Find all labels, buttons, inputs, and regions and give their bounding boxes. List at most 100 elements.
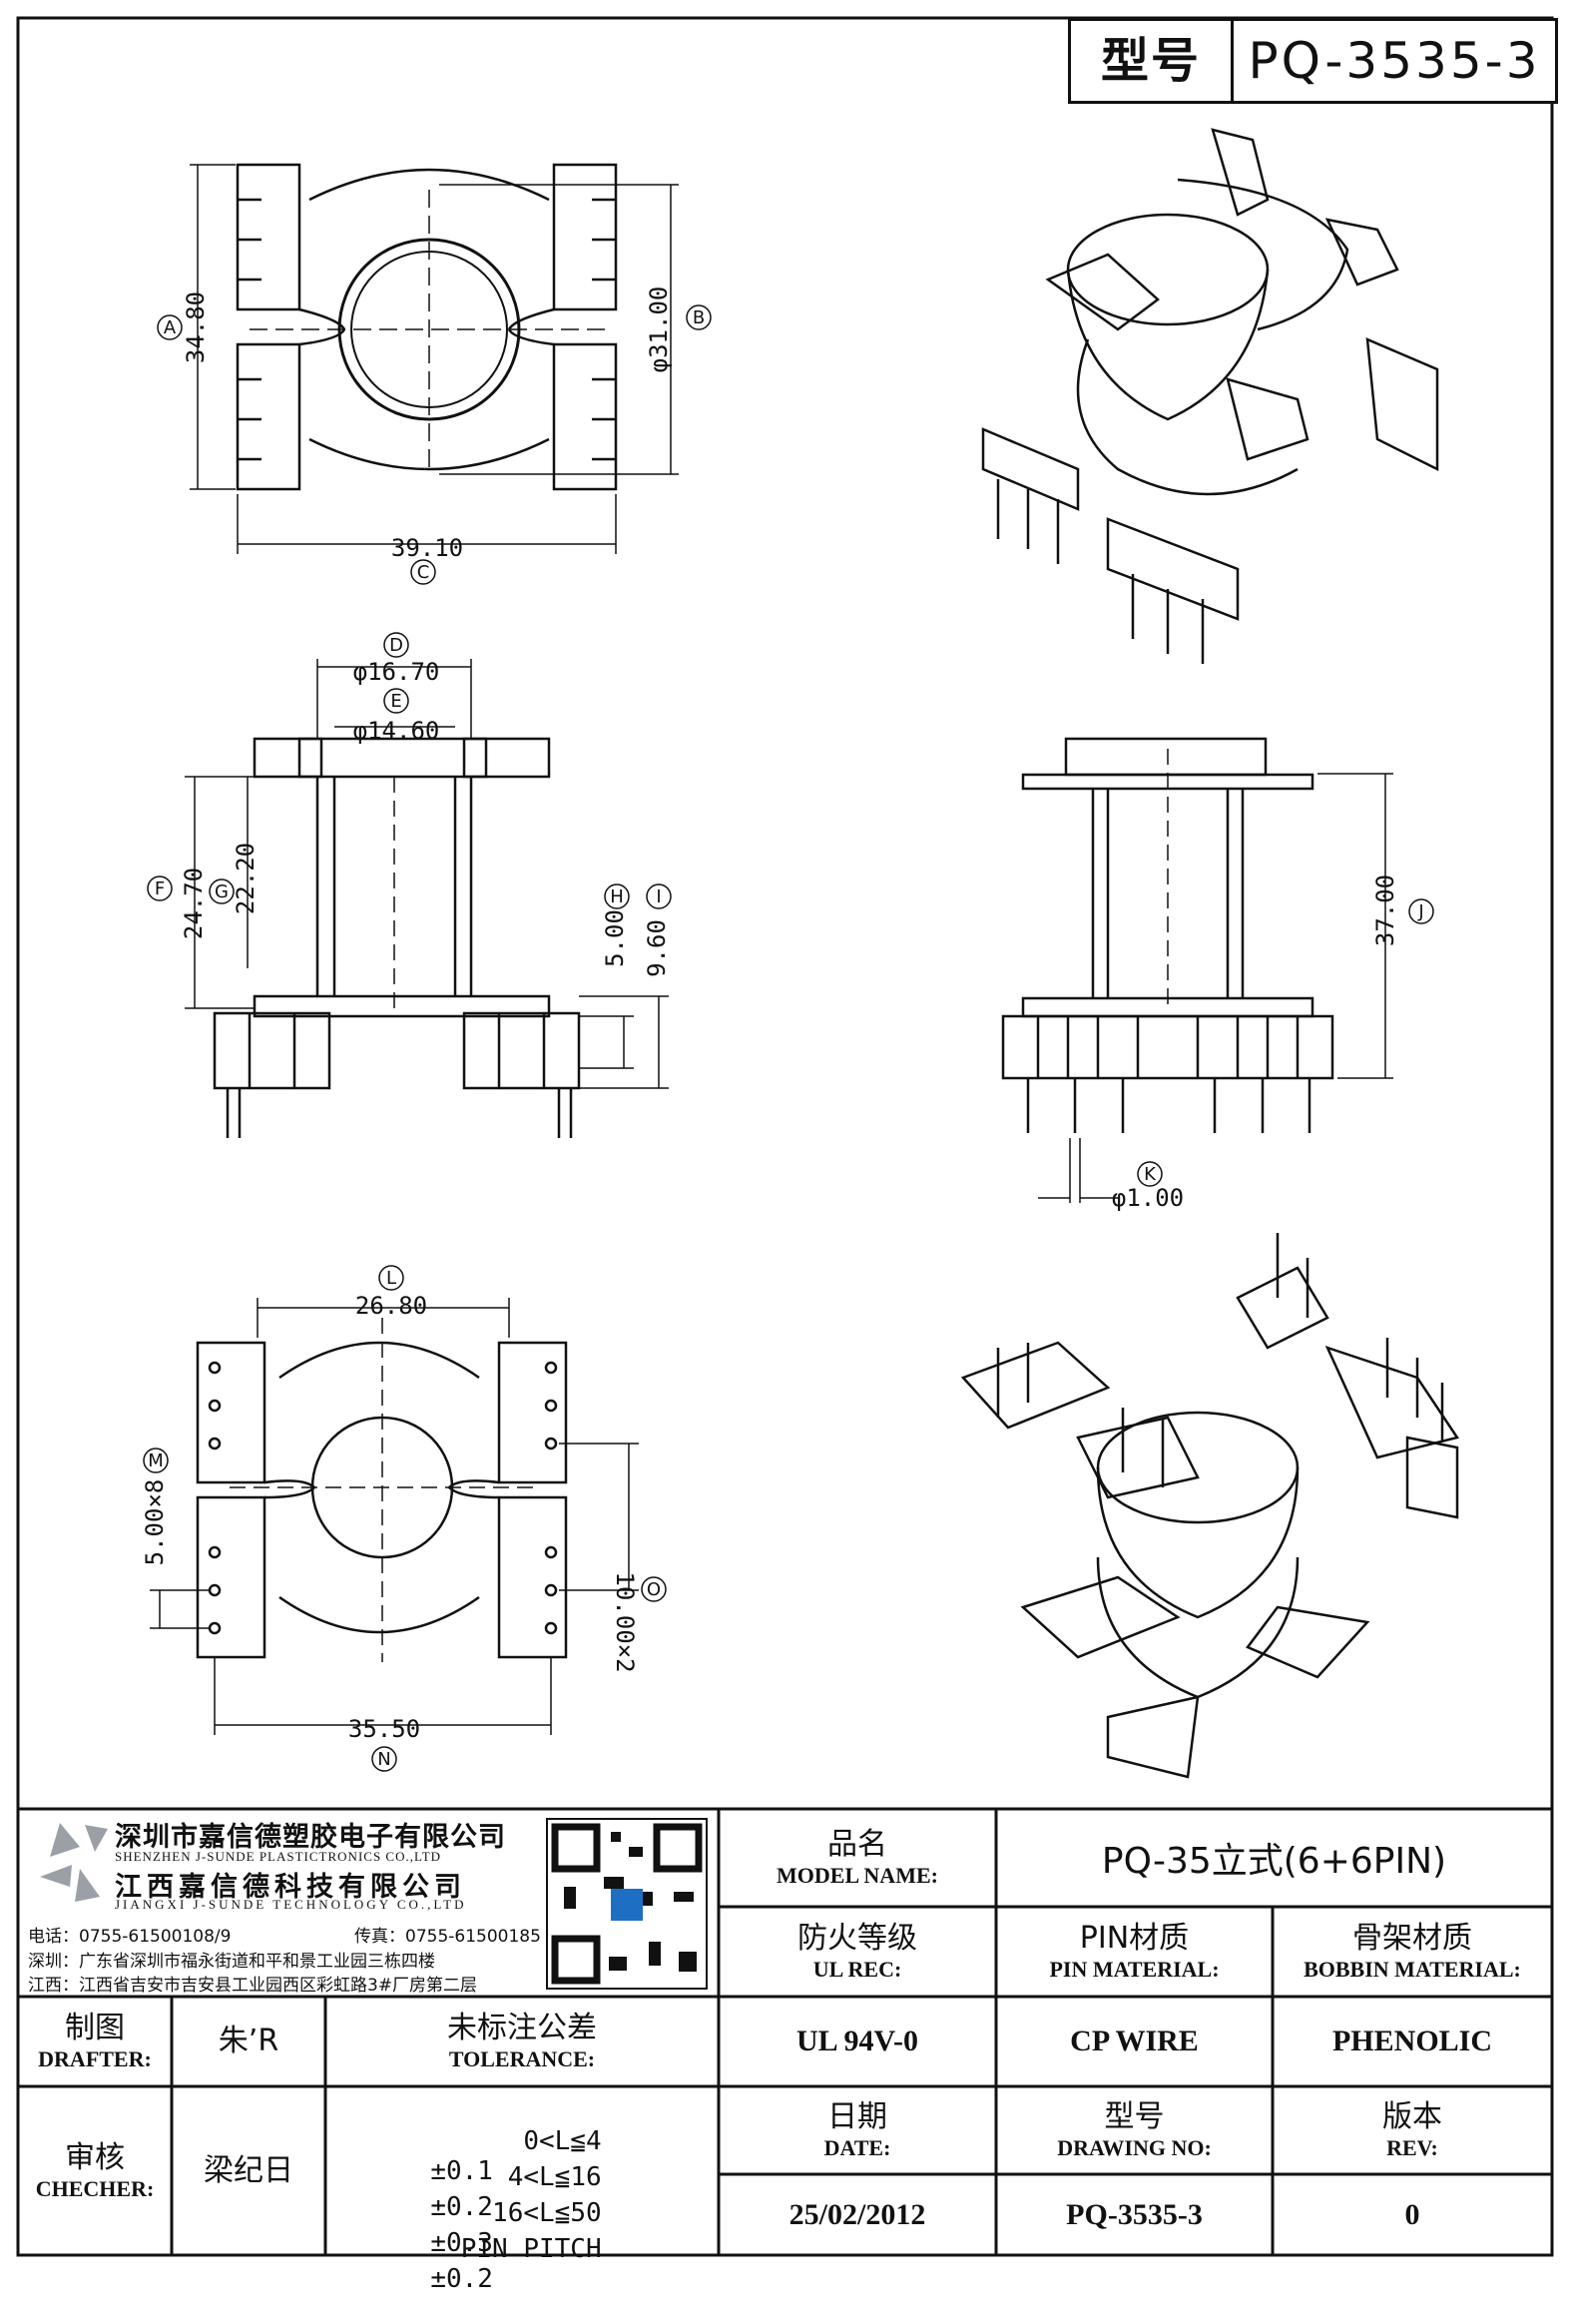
dim-N-letter: N: [377, 1749, 390, 1770]
dim-G-value: 22.20: [232, 843, 260, 914]
dim-D: D φ16.70: [353, 632, 440, 686]
dim-B-letter: B: [693, 307, 705, 328]
side-view: [213, 737, 581, 1138]
tolerance-label-en: TOLERANCE:: [448, 2046, 596, 2071]
header-value: PQ-3535-3: [1248, 32, 1541, 90]
date-value: 25/02/2012: [721, 2176, 994, 2254]
dim-J-letter: J: [1417, 901, 1423, 922]
dim-I: I 9.60: [643, 883, 672, 977]
dim-J-value: 37.00: [1371, 874, 1399, 946]
tolerance-row: 16<L≦50 ±0.3: [339, 2168, 699, 2288]
model-name-label: 品名 MODEL NAME:: [721, 1811, 994, 1905]
dim-J: J 37.00: [1371, 874, 1434, 946]
dim-N: 35.50 N: [348, 1715, 420, 1772]
drafter-label-cn: 制图: [65, 2011, 125, 2045]
top-view: [236, 163, 618, 491]
drawing-no-label: 型号 DRAWING NO:: [998, 2088, 1271, 2172]
front-view-dims: [1038, 773, 1393, 1203]
model-name-value: PQ-35立式(6+6PIN): [998, 1811, 1550, 1905]
tolerance-value: ±0.3: [430, 2228, 493, 2258]
dim-O-letter: O: [647, 1579, 661, 1600]
bobbin-material-label-cn: 骨架材质: [1352, 1921, 1472, 1956]
iso-view-bottom: [960, 1233, 1460, 1779]
tolerance-range: 0<L≦4: [523, 2126, 602, 2156]
date-label: 日期 DATE:: [721, 2088, 994, 2172]
tolerance-range: PIN PITCH: [460, 2234, 602, 2264]
company-logo: [40, 1823, 108, 1902]
tolerance-row: PIN PITCH ±0.2: [339, 2204, 699, 2324]
drawing-no-value: PQ-3535-3: [998, 2176, 1271, 2254]
bobbin-material-value: PHENOLIC: [1275, 1999, 1550, 2084]
dim-I-letter: I: [656, 886, 661, 907]
dim-C-letter: C: [417, 562, 430, 583]
pin-material-label-en: PIN MATERIAL:: [1049, 1957, 1220, 1982]
dim-B: B φ31.00: [645, 287, 712, 372]
tolerance-value: ±0.2: [430, 2192, 493, 2222]
company-phone: 电话：0755-61500108/9: [28, 1927, 232, 1947]
tolerance-label: 未标注公差 TOLERANCE:: [327, 1999, 717, 2084]
dim-A-value: 34.80: [182, 291, 210, 363]
tolerance-range: 4<L≦16: [507, 2162, 602, 2192]
dim-O-value: 10.00×2: [611, 1571, 639, 1672]
drafter-label: 制图 DRAFTER:: [20, 1999, 170, 2084]
date-value-text: 25/02/2012: [788, 2198, 926, 2231]
model-name-label-cn: 品名: [827, 1827, 887, 1862]
company-name-cn-1: 深圳市嘉信德塑胶电子有限公司: [115, 1822, 506, 1853]
dim-D-letter: D: [389, 635, 403, 656]
iso-view-top: [981, 128, 1439, 664]
ul-label-cn: 防火等级: [797, 1921, 917, 1956]
drafter-label-en: DRAFTER:: [38, 2046, 152, 2071]
dim-L-value: 26.80: [355, 1292, 427, 1320]
tolerance-row: 4<L≦16 ±0.2: [339, 2132, 699, 2252]
date-label-cn: 日期: [827, 2099, 887, 2134]
tolerance-value: ±0.2: [430, 2264, 493, 2294]
tolerance-row: 0<L≦4 ±0.1: [339, 2096, 699, 2216]
dim-I-value: 9.60: [643, 919, 671, 977]
dim-C-value: 39.10: [391, 534, 463, 562]
dim-G: G 22.20: [209, 843, 260, 914]
model-name-label-en: MODEL NAME:: [777, 1863, 938, 1888]
tolerance-value: ±0.1: [430, 2156, 493, 2186]
header-label: 型号: [1071, 21, 1234, 101]
dim-M-letter: M: [148, 1451, 164, 1471]
company-name-cn-2: 江西嘉信德科技有限公司: [115, 1872, 466, 1903]
qr-code: [546, 1818, 708, 1990]
rev-label-cn: 版本: [1382, 2099, 1442, 2134]
pin-material-label: PIN材质 PIN MATERIAL:: [998, 1909, 1271, 1995]
front-view: [1001, 737, 1334, 1133]
drawing-no-label-cn: 型号: [1104, 2099, 1165, 2134]
dim-G-letter: G: [215, 881, 229, 902]
dim-O: O 10.00×2: [611, 1571, 667, 1673]
technical-drawing: A 34.80 B φ31.00 39.10 C: [16, 16, 1554, 2257]
date-label-en: DATE:: [823, 2135, 891, 2160]
dim-N-value: 35.50: [348, 1715, 420, 1743]
top-view-dims: [190, 164, 679, 554]
header-box: 型号 PQ-3535-3: [1068, 18, 1558, 104]
bobbin-material-value-text: PHENOLIC: [1331, 2025, 1493, 2057]
drawing-sheet: A 34.80 B φ31.00 39.10 C: [16, 16, 1558, 2294]
drawing-no-label-en: DRAWING NO:: [1057, 2135, 1212, 2160]
dim-A: A 34.80: [157, 291, 210, 363]
company-name-en-2: JIANGXI J-SUNDE TECHNOLOGY CO.,LTD: [115, 1897, 467, 1912]
bottom-view: [196, 1318, 568, 1662]
rev-label-en: REV:: [1386, 2135, 1438, 2160]
dim-F-value: 24.70: [180, 868, 208, 939]
bottom-view-dims: [150, 1298, 639, 1735]
ul-value-text: UL 94V-0: [796, 2025, 918, 2057]
drafter-value: 朱’R: [174, 1999, 323, 2084]
dim-L: L 26.80: [355, 1265, 427, 1320]
rev-value: 0: [1275, 2176, 1550, 2254]
company-address-jiangxi: 江西：江西省吉安市吉安县工业园西区彩虹路3#厂房第二层: [28, 1976, 478, 1996]
model-name-value-text: PQ-35立式(6+6PIN): [1101, 1841, 1447, 1882]
dim-D-value: φ16.70: [353, 658, 440, 686]
dim-K-letter: K: [1144, 1164, 1157, 1185]
rev-label: 版本 REV:: [1275, 2088, 1550, 2172]
checker-label-cn: 审核: [65, 2140, 125, 2175]
company-address-shenzhen: 深圳：广东省深圳市福永街道和平和景工业园三栋四楼: [28, 1952, 435, 1972]
dim-E: E φ14.60: [353, 688, 439, 745]
ul-value: UL 94V-0: [721, 1999, 994, 2084]
ul-label: 防火等级 UL REC:: [721, 1909, 994, 1995]
dim-K-value: φ1.00: [1112, 1184, 1184, 1212]
rev-value-text: 0: [1404, 2198, 1420, 2231]
dim-E-letter: E: [390, 691, 401, 712]
